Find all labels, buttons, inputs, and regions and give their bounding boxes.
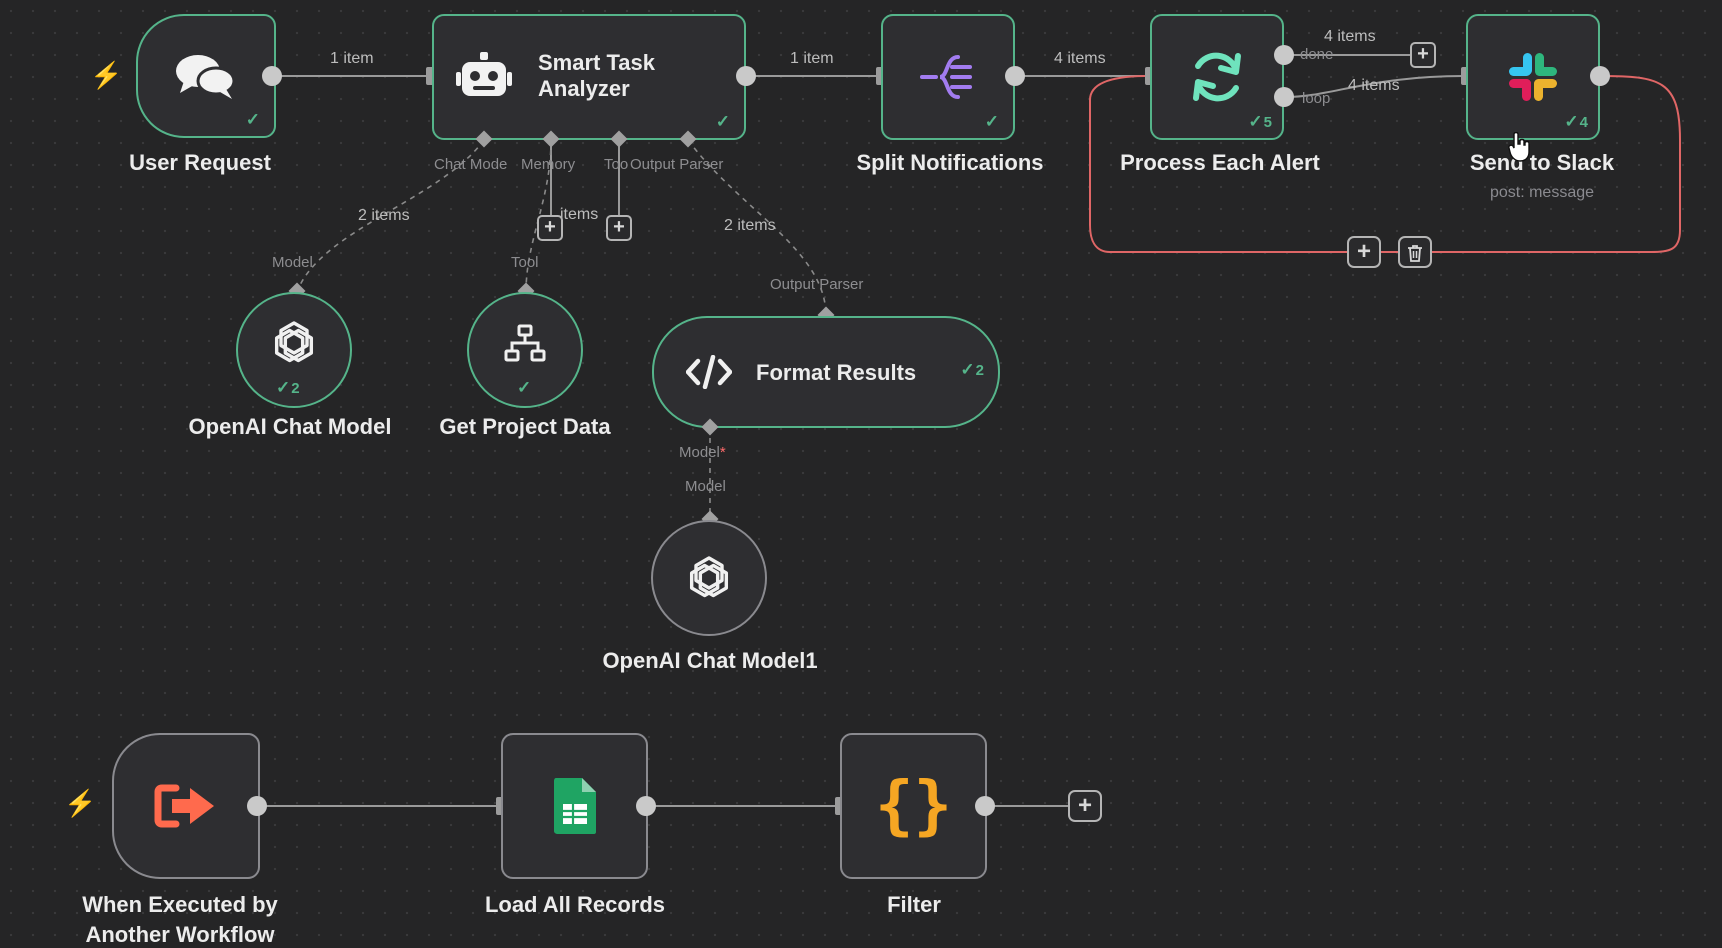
port-label-output-parser-target: Output Parser <box>770 276 864 293</box>
node-format-results[interactable]: Format Results ✓2 <box>652 316 1000 428</box>
node-label: OpenAI Chat Model1 <box>602 648 818 673</box>
output-port[interactable] <box>975 796 995 816</box>
port-label-memory: Memory <box>521 156 576 173</box>
node-openai-chat-model[interactable]: ✓2 <box>236 292 352 408</box>
trigger-bolt-icon: ⚡ <box>64 788 97 818</box>
input-port[interactable] <box>1461 67 1469 85</box>
node-split-notifications[interactable]: ✓ <box>881 14 1015 140</box>
success-check-icon: ✓2 <box>960 360 984 379</box>
hand-cursor-icon <box>1508 132 1530 162</box>
port-label-model-target: Model <box>685 478 726 495</box>
node-title-line2: Analyzer <box>538 76 630 101</box>
wire-label: 2 items <box>724 217 776 234</box>
output-port[interactable] <box>736 66 756 86</box>
output-port[interactable] <box>247 796 267 816</box>
node-label: When Executed by <box>82 892 278 917</box>
node-process-each-alert[interactable]: ✓5 <box>1150 14 1284 140</box>
output-port[interactable] <box>1590 66 1610 86</box>
success-check-icon: ✓5 <box>1248 112 1272 131</box>
trigger-bolt-icon: ⚡ <box>90 60 123 90</box>
code-icon <box>685 354 733 394</box>
success-check-icon: ✓ <box>245 110 260 129</box>
port-label-output-parser: Output Parser <box>630 156 724 173</box>
node-openai-chat-model1[interactable] <box>651 520 767 636</box>
chat-bubbles-icon <box>174 51 238 101</box>
port-label-model: Model <box>272 254 313 271</box>
split-out-icon <box>918 53 978 101</box>
port-label-tool: Too <box>604 156 629 173</box>
robot-icon <box>456 52 512 107</box>
exit-arrow-icon <box>154 782 218 830</box>
success-check-icon: ✓2 <box>276 378 300 397</box>
port-label-tool-target: Tool <box>511 254 539 271</box>
node-label: Process Each Alert <box>1120 150 1320 175</box>
node-label: OpenAI Chat Model <box>188 414 392 439</box>
node-label-line2: Another Workflow <box>85 922 275 947</box>
node-sublabel: post: message <box>1489 184 1595 201</box>
input-port[interactable] <box>1145 67 1153 85</box>
add-node-button[interactable]: + <box>1347 236 1381 268</box>
loop-arrows-icon <box>1188 48 1246 106</box>
output-port-done[interactable] <box>1274 45 1294 65</box>
curly-braces-icon: {} <box>874 769 953 843</box>
node-label: Load All Records <box>484 892 666 917</box>
wire-parser-dashed <box>687 139 827 317</box>
add-node-button[interactable]: + <box>1068 790 1102 822</box>
wire-label: 1 item <box>330 50 374 67</box>
delete-connection-button[interactable] <box>1398 236 1432 268</box>
trash-icon <box>1408 245 1422 262</box>
node-smart-task-analyzer[interactable]: Smart Task Analyzer ✓ <box>432 14 746 140</box>
node-label: Send to Slack <box>1469 150 1615 175</box>
wire-label: 4 items <box>1324 28 1376 45</box>
port-label-done: done <box>1300 46 1334 63</box>
openai-icon <box>686 555 732 601</box>
sitemap-icon <box>504 324 546 362</box>
input-port[interactable] <box>496 797 504 815</box>
openai-icon <box>271 320 317 366</box>
wire-label: items <box>560 206 599 223</box>
node-label: User Request <box>129 150 271 175</box>
wire-label: 4 items <box>1348 77 1400 94</box>
node-title-line1: Smart Task <box>538 50 655 75</box>
node-user-request[interactable]: ✓ <box>136 14 276 138</box>
node-load-all-records[interactable] <box>501 733 648 879</box>
google-sheets-icon <box>552 776 598 836</box>
output-port[interactable] <box>262 66 282 86</box>
wire-label: 1 item <box>790 50 834 67</box>
node-get-project-data[interactable]: ✓ <box>467 292 583 408</box>
wire-label: 2 items <box>358 207 410 224</box>
node-when-executed[interactable] <box>112 733 260 879</box>
node-filter[interactable]: {} <box>840 733 987 879</box>
port-label-loop: loop <box>1302 90 1331 107</box>
success-check-icon: ✓ <box>984 112 999 131</box>
wire-loop-to-slack <box>1285 75 1465 98</box>
input-port[interactable] <box>835 797 843 815</box>
output-port[interactable] <box>1005 66 1025 86</box>
port-label-chat-model: Chat Mode <box>434 156 508 173</box>
node-label: Split Notifications <box>856 150 1044 175</box>
wire-label: 4 items <box>1054 50 1106 67</box>
output-port-loop[interactable] <box>1274 87 1294 107</box>
success-check-icon: ✓4 <box>1564 112 1588 131</box>
node-send-to-slack[interactable]: ✓4 <box>1466 14 1600 140</box>
add-memory-button[interactable]: + <box>537 215 563 241</box>
node-label: Filter <box>887 892 941 917</box>
node-title: Format Results <box>756 360 917 385</box>
slack-icon <box>1505 49 1561 105</box>
node-label: Get Project Data <box>439 414 611 439</box>
port-label-model-required: Model* <box>679 444 726 461</box>
input-port[interactable] <box>876 67 884 85</box>
add-tool-button[interactable]: + <box>606 215 632 241</box>
success-check-icon: ✓ <box>715 112 730 131</box>
wire-loop-return <box>1089 75 1681 253</box>
input-port[interactable] <box>426 67 434 85</box>
output-port[interactable] <box>636 796 656 816</box>
add-node-button[interactable]: + <box>1410 42 1436 68</box>
success-check-icon: ✓ <box>517 378 532 397</box>
